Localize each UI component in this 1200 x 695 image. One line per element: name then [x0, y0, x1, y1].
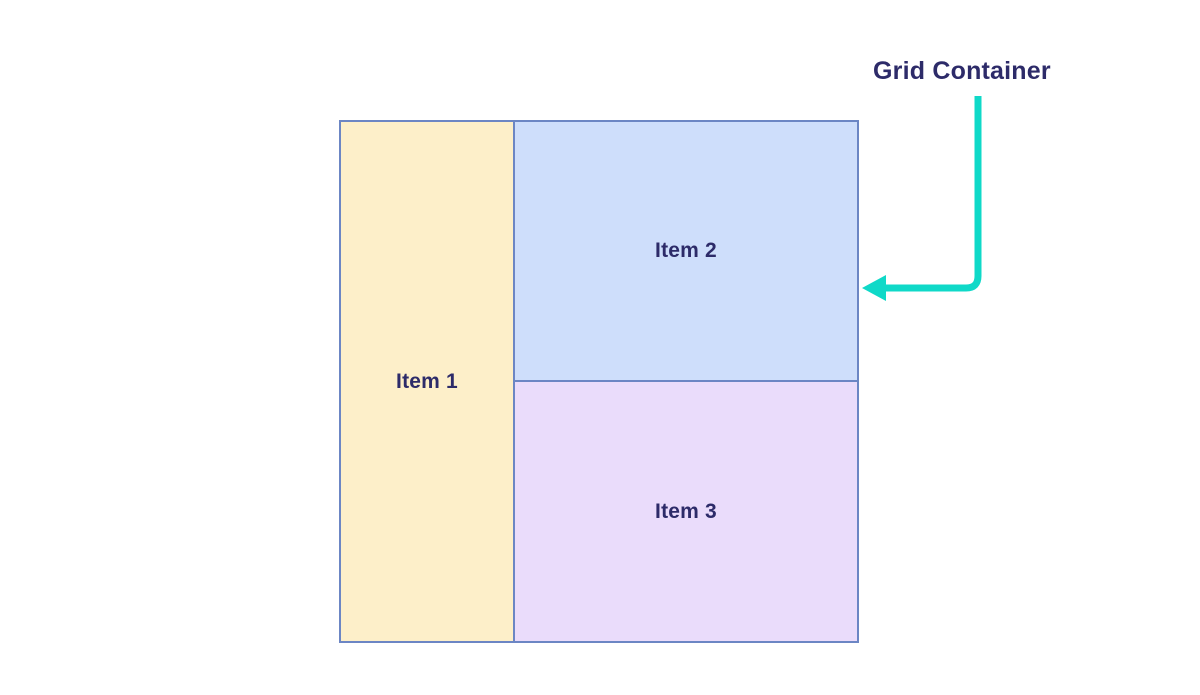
- elbow-arrow-left-icon: [862, 96, 982, 301]
- grid-container: Item 1 Item 2 Item 3: [339, 120, 859, 643]
- grid-item-1: Item 1: [341, 122, 515, 641]
- grid-item-3-label: Item 3: [655, 499, 717, 523]
- grid-item-3: Item 3: [515, 382, 857, 641]
- grid-item-1-label: Item 1: [396, 369, 458, 393]
- grid-item-2-label: Item 2: [655, 239, 717, 262]
- grid-item-2: Item 2: [515, 122, 857, 382]
- annotation-label: Grid Container: [873, 57, 1051, 85]
